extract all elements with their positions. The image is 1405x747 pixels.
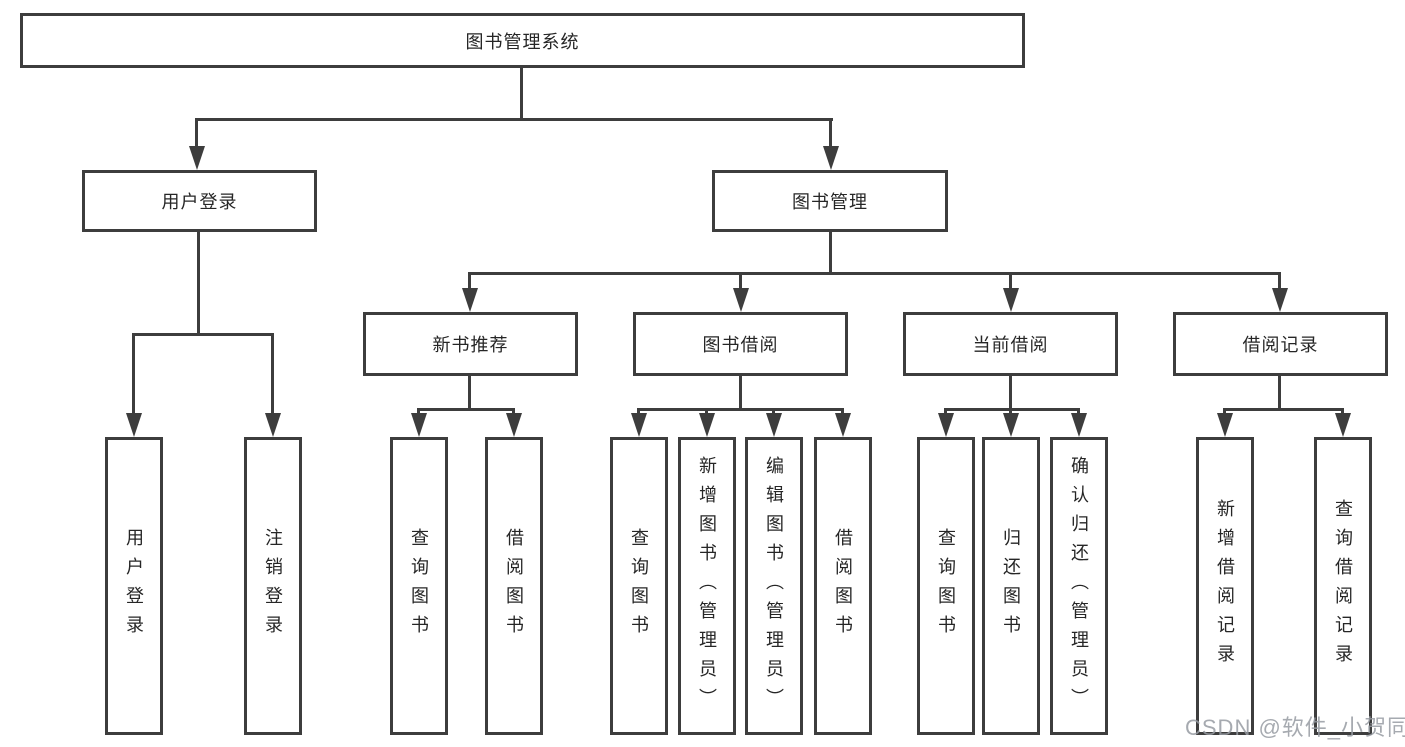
connector-nbr-hline (418, 408, 515, 411)
arrowhead-to-cb-confirm (1070, 408, 1087, 437)
connector-book-management-hline (469, 272, 1281, 275)
leaf-br-query-record: 查询借阅记录 (1314, 437, 1372, 735)
arrowhead-to-bb-borrow (834, 408, 851, 437)
connector-book-management-stub (829, 232, 832, 272)
leaf-bb-query-books-label: 查询图书 (629, 528, 649, 644)
arrowhead-to-leaf-user-login (125, 333, 142, 437)
leaf-cb-return-books: 归还图书 (982, 437, 1040, 735)
leaf-bb-add-books-admin-label: 新增图书（管理员） (697, 455, 717, 717)
arrowhead-to-bb-edit (765, 408, 782, 437)
arrowhead-to-nbr-borrow (505, 408, 522, 437)
connector-root-hline (196, 118, 833, 121)
node-new-book-recommend: 新书推荐 (363, 312, 578, 376)
leaf-bb-borrow-books-label: 借阅图书 (833, 528, 853, 644)
node-borrow-records-label: 借阅记录 (1242, 335, 1319, 355)
arrowhead-to-cb-return (1002, 408, 1019, 437)
arrowhead-to-bb-query (630, 408, 647, 437)
node-current-borrowing: 当前借阅 (903, 312, 1118, 376)
connector-cb-hline (944, 408, 1080, 411)
leaf-logout: 注销登录 (244, 437, 302, 735)
node-root-label: 图书管理系统 (465, 31, 580, 52)
leaf-cb-query-books: 查询图书 (917, 437, 975, 735)
node-user-login: 用户登录 (82, 170, 317, 232)
connector-cb-stub (1009, 376, 1012, 408)
arrowhead-to-current-borrowing (1002, 272, 1019, 312)
node-book-management: 图书管理 (712, 170, 948, 232)
connector-bb-hline (637, 408, 844, 411)
arrowhead-to-book-management (822, 118, 839, 170)
node-new-book-recommend-label: 新书推荐 (432, 335, 509, 355)
arrowhead-to-br-add (1216, 408, 1233, 437)
connector-user-login-stub (197, 232, 200, 333)
node-book-management-label: 图书管理 (792, 192, 868, 212)
leaf-cb-confirm-return-admin: 确认归还（管理员） (1050, 437, 1108, 735)
leaf-br-query-record-label: 查询借阅记录 (1333, 499, 1353, 673)
arrowhead-to-book-borrowing (732, 272, 749, 312)
leaf-nbr-query-books: 查询图书 (390, 437, 448, 735)
connector-bb-stub (739, 376, 742, 408)
leaf-cb-query-books-label: 查询图书 (936, 528, 956, 644)
leaf-bb-edit-books-admin: 编辑图书（管理员） (745, 437, 803, 735)
leaf-cb-confirm-return-admin-label: 确认归还（管理员） (1069, 455, 1089, 717)
leaf-cb-return-books-label: 归还图书 (1001, 528, 1021, 644)
leaf-nbr-borrow-books: 借阅图书 (485, 437, 543, 735)
node-root: 图书管理系统 (20, 13, 1025, 68)
leaf-br-add-record-label: 新增借阅记录 (1215, 499, 1235, 673)
leaf-bb-borrow-books: 借阅图书 (814, 437, 872, 735)
connector-root-stub (520, 68, 523, 118)
leaf-bb-edit-books-admin-label: 编辑图书（管理员） (764, 455, 784, 717)
arrowhead-to-leaf-logout (264, 333, 281, 437)
node-book-borrowing-label: 图书借阅 (702, 335, 779, 355)
leaf-br-add-record: 新增借阅记录 (1196, 437, 1254, 735)
connector-nbr-stub (468, 376, 471, 408)
leaf-bb-query-books: 查询图书 (610, 437, 668, 735)
leaf-user-login: 用户登录 (105, 437, 163, 735)
arrowhead-to-nbr-query (410, 408, 427, 437)
node-borrow-records: 借阅记录 (1173, 312, 1388, 376)
leaf-bb-add-books-admin: 新增图书（管理员） (678, 437, 736, 735)
leaf-nbr-borrow-books-label: 借阅图书 (504, 528, 524, 644)
arrowhead-to-cb-query (937, 408, 954, 437)
node-current-borrowing-label: 当前借阅 (972, 335, 1049, 355)
arrowhead-to-new-book-recommend (461, 272, 478, 312)
arrowhead-to-bb-add (698, 408, 715, 437)
leaf-logout-label: 注销登录 (263, 528, 283, 644)
connector-br-stub (1278, 376, 1281, 408)
connector-br-hline (1224, 408, 1344, 411)
leaf-user-login-label: 用户登录 (124, 528, 144, 644)
connector-user-login-hline (133, 333, 274, 336)
csdn-watermark: CSDN @软件_小贺同学 (1185, 715, 1405, 740)
node-book-borrowing: 图书借阅 (633, 312, 848, 376)
arrowhead-to-br-query (1334, 408, 1351, 437)
arrowhead-to-user-login (188, 118, 205, 170)
leaf-nbr-query-books-label: 查询图书 (409, 528, 429, 644)
arrowhead-to-borrow-records (1271, 272, 1288, 312)
node-user-login-label: 用户登录 (161, 192, 238, 212)
